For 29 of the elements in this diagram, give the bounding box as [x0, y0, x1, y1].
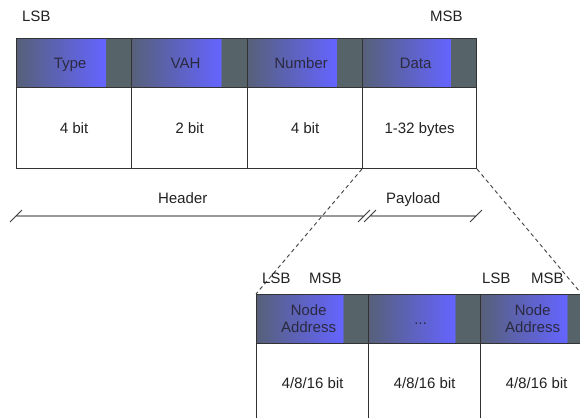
field-name: Node Address	[257, 295, 368, 344]
field-name: Data	[363, 39, 476, 88]
field-size: 2 bit	[174, 118, 205, 138]
field-size: 4 bit	[290, 118, 320, 138]
packet-field	[247, 38, 363, 169]
bit-order-label: MSB	[531, 270, 564, 287]
field-size: 4/8/16 bit	[280, 374, 344, 394]
packet-field	[362, 38, 477, 169]
field-size: 4/8/16 bit	[392, 374, 456, 394]
dimension-label: Header	[158, 190, 208, 207]
field-size: 4 bit	[58, 118, 90, 138]
packet-field	[256, 294, 369, 418]
bit-order-label: LSB	[22, 8, 50, 25]
packet-field	[131, 38, 248, 169]
bit-order-label: LSB	[482, 270, 510, 287]
dimension-label: Payload	[386, 190, 440, 207]
packet-field	[16, 38, 132, 169]
field-size: 4/8/16 bit	[504, 374, 568, 394]
bit-order-label: LSB	[262, 270, 290, 287]
field-name: Node Address	[481, 295, 580, 344]
field-name: VAH	[132, 39, 247, 88]
bit-order-label: MSB	[430, 8, 463, 25]
field-name: ...	[369, 295, 480, 344]
zoom-line	[256, 168, 362, 294]
field-name: Number	[248, 39, 362, 88]
field-name: Type	[17, 39, 131, 88]
field-size: 1-32 bytes	[383, 118, 456, 138]
bit-order-label: MSB	[309, 270, 342, 287]
zoom-line	[476, 168, 580, 292]
